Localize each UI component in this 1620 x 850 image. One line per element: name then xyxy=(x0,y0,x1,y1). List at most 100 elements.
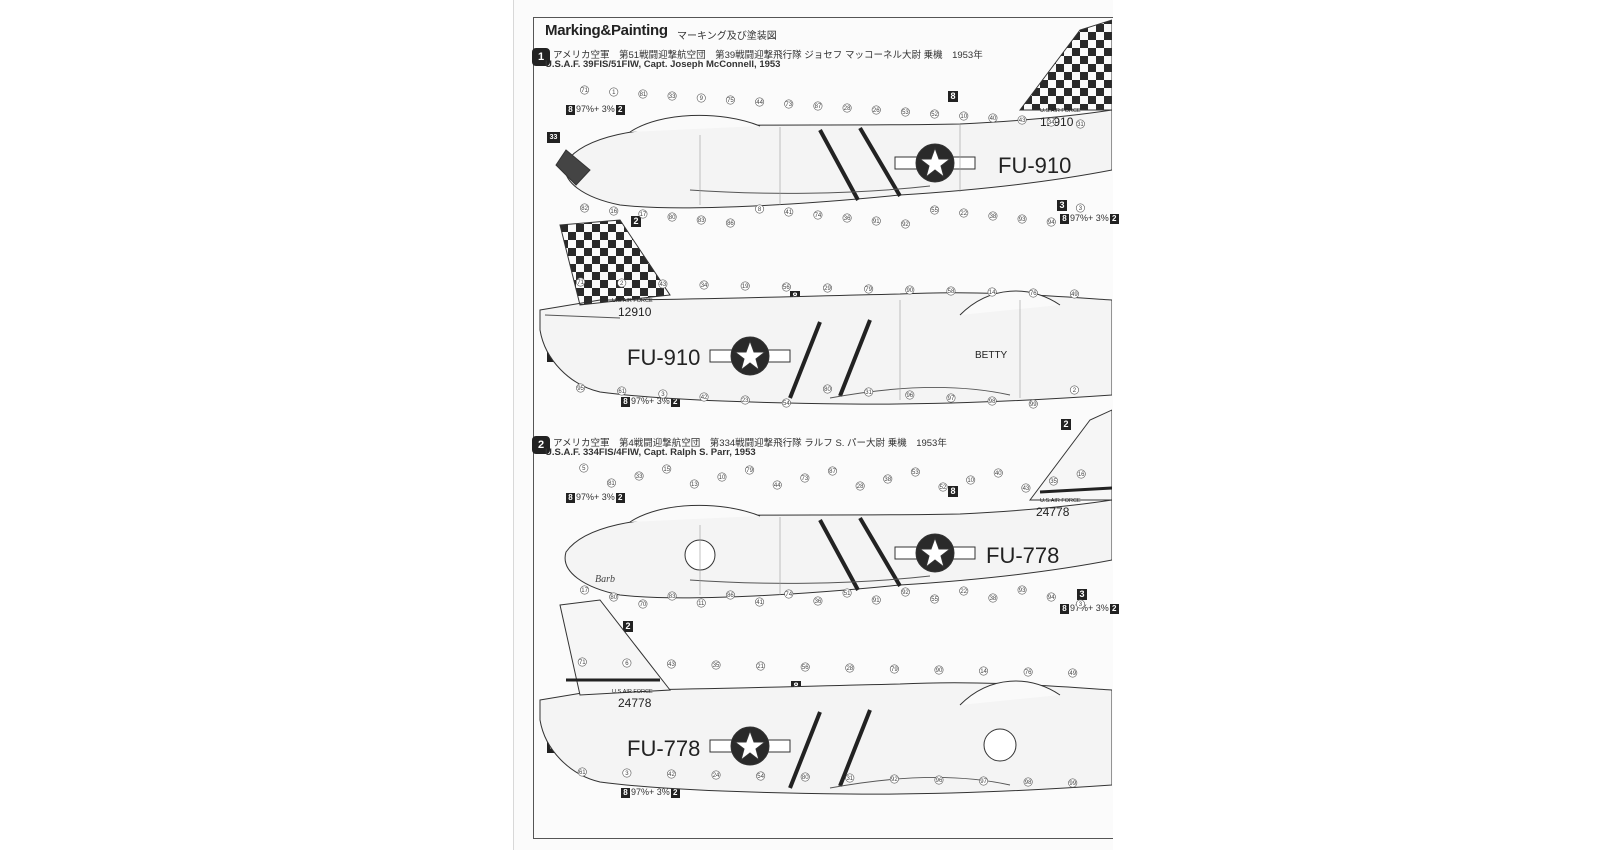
callout-marker xyxy=(842,588,852,598)
callout-marker xyxy=(609,206,619,216)
callout-number: 23 xyxy=(742,398,749,404)
callout-marker xyxy=(622,658,632,668)
tail-text: U.S.AIR FORCE xyxy=(612,298,653,304)
tail-text: U.S.AIR FORCE xyxy=(612,689,653,695)
callout-number: 43 xyxy=(668,662,675,668)
callout-number: 52 xyxy=(940,485,947,491)
callout-number: 11 xyxy=(698,601,705,607)
callout-marker xyxy=(900,107,910,117)
scheme-2-jp-caption: アメリカ空軍 第4戦闘迎撃航空団 第334戦闘迎撃飛行隊 ラルフ S. パー大尉… xyxy=(553,438,947,449)
callout-number: 28 xyxy=(844,106,851,112)
callout-number: 42 xyxy=(701,395,708,401)
callout-marker xyxy=(784,589,794,599)
callout-marker xyxy=(638,89,648,99)
callout-number: 79 xyxy=(746,468,753,474)
callout-marker xyxy=(889,664,899,674)
callout-marker xyxy=(725,218,735,228)
callout-marker xyxy=(889,774,899,784)
callout-marker xyxy=(740,281,750,291)
callout-marker xyxy=(717,472,727,482)
page-title: Marking&Painting xyxy=(545,22,668,39)
callout-number: 87 xyxy=(815,104,822,110)
scheme-2-badge: 2 xyxy=(532,436,550,454)
callout-marker xyxy=(822,283,832,293)
callout-marker xyxy=(1046,117,1056,127)
paint-box: 33 xyxy=(547,132,560,143)
callout-number: 76 xyxy=(1030,291,1037,297)
callout-number: 99 xyxy=(1030,402,1037,408)
callout-marker xyxy=(871,105,881,115)
callout-marker xyxy=(1076,469,1086,479)
callout-number: 14 xyxy=(989,290,996,296)
callout-number: 81 xyxy=(608,481,615,487)
scheme-1-jp-caption: アメリカ空軍 第51戦闘迎撃航空団 第39戦闘迎撃飛行隊 ジョセフ マッコーネル… xyxy=(553,50,983,61)
callout-marker xyxy=(658,279,668,289)
callout-number: 2 xyxy=(1073,388,1077,394)
callout-number: 70 xyxy=(640,602,647,608)
callout-number: 79 xyxy=(865,287,872,293)
scheme-1-badge: 1 xyxy=(532,48,550,66)
callout-marker xyxy=(1049,476,1059,486)
callout-number: 94 xyxy=(1048,220,1055,226)
callout-number: 86 xyxy=(727,221,734,227)
callout-number: 15 xyxy=(663,467,670,473)
callout-number: 29 xyxy=(824,286,831,292)
callout-number: 38 xyxy=(990,596,997,602)
callout-number: 21 xyxy=(757,664,764,670)
callout-marker xyxy=(842,103,852,113)
callout-marker xyxy=(993,468,1003,478)
plane-2-right-side xyxy=(539,599,1112,795)
callout-number: 83 xyxy=(698,218,705,224)
callout-marker xyxy=(579,463,589,473)
callout-number: 91 xyxy=(873,598,880,604)
callout-number: 36 xyxy=(815,599,822,605)
callout-marker xyxy=(910,467,920,477)
callout-number: 17 xyxy=(581,588,588,594)
callout-number: 80 xyxy=(802,775,809,781)
callout-marker xyxy=(966,475,976,485)
callout-number: 80 xyxy=(669,215,676,221)
callout-marker xyxy=(617,278,627,288)
callout-marker xyxy=(1028,288,1038,298)
callout-number: 44 xyxy=(774,483,781,489)
callout-marker xyxy=(946,286,956,296)
callout-number: 75 xyxy=(727,98,734,104)
callout-number: 74 xyxy=(785,592,792,598)
callout-number: 55 xyxy=(931,597,938,603)
callout-marker xyxy=(781,398,791,408)
callout-marker xyxy=(609,592,619,602)
callout-number: 6 xyxy=(625,661,629,667)
callout-number: 17 xyxy=(640,212,647,218)
callout-number: 31 xyxy=(846,776,853,782)
callout-marker xyxy=(800,473,810,483)
callout-marker xyxy=(979,666,989,676)
callout-marker xyxy=(959,208,969,218)
callout-marker xyxy=(576,383,586,393)
callout-number: 96 xyxy=(906,393,913,399)
callout-marker xyxy=(725,590,735,600)
plane-1-right-side xyxy=(539,219,1112,405)
tail-serial: 24778 xyxy=(1036,505,1070,519)
tail-text: U.S.AIR FORCE xyxy=(1040,498,1081,504)
callout-number: 3 xyxy=(661,392,665,398)
callout-number: 10 xyxy=(719,475,726,481)
callout-marker xyxy=(781,282,791,292)
callout-number: 2 xyxy=(620,281,624,287)
callout-marker xyxy=(658,389,668,399)
callout-marker xyxy=(772,480,782,490)
callout-marker xyxy=(740,395,750,405)
scheme-2-en-caption: U.S.A.F. 334FIS/4FIW, Capt. Ralph S. Par… xyxy=(545,447,756,458)
callout-number: 3 xyxy=(1079,602,1083,608)
paint-box: 8 xyxy=(948,486,958,497)
callout-number: 38 xyxy=(990,214,997,220)
callout-number: 61 xyxy=(618,389,625,395)
callout-number: 26 xyxy=(873,108,880,114)
callout-marker xyxy=(1023,667,1033,677)
callout-marker xyxy=(784,207,794,217)
callout-number: 82 xyxy=(581,206,588,212)
